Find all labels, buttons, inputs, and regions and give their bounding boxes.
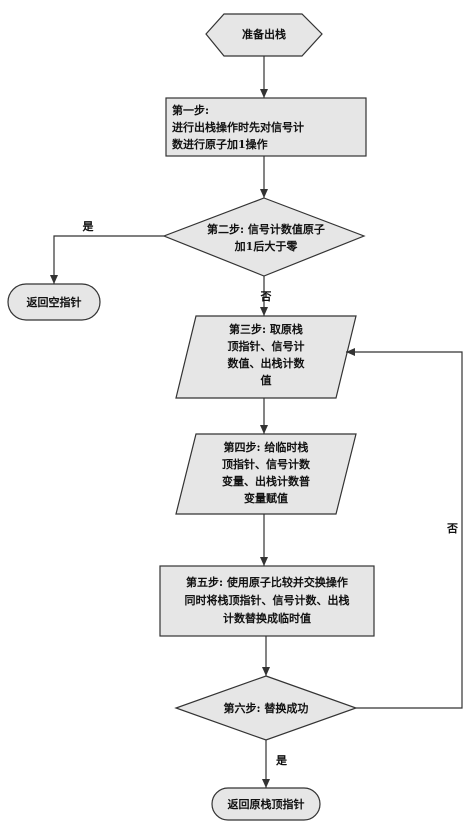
start-node: 准备出栈 bbox=[205, 13, 323, 57]
edge-label-loop-no: 否 bbox=[446, 522, 458, 535]
step2-line-2: 加1后大于零 bbox=[234, 239, 299, 253]
edge-label-no-step3: 否 bbox=[260, 290, 272, 303]
edge-label-yes-null: 是 bbox=[82, 220, 95, 233]
step1-node: 第一步: 进行出栈操作时先对信号计 数进行原子加1操作 bbox=[165, 97, 367, 157]
edge-label-yes-end: 是 bbox=[275, 754, 288, 767]
step1-line-1: 第一步: bbox=[172, 103, 209, 117]
step3-line-1: 第三步: 取原栈 bbox=[229, 322, 303, 336]
return-null-text: 返回空指针 bbox=[27, 295, 82, 309]
step1-line-3: 数进行原子加1操作 bbox=[172, 137, 268, 151]
step3-line-3: 数值、出栈计数 bbox=[228, 356, 306, 370]
step2-decision: 第二步: 信号计数值原子 加1后大于零 bbox=[162, 197, 366, 277]
step3-line-4: 值 bbox=[261, 373, 272, 387]
step6-text: 第六步: 替换成功 bbox=[224, 701, 309, 715]
step4-node: 第四步: 给临时栈 顶指针、信号计数 变量、出栈计数普 变量赋值 bbox=[175, 433, 357, 515]
step4-line-3: 变量、出栈计数普 bbox=[222, 474, 310, 488]
end-text: 返回原栈顶指针 bbox=[228, 797, 305, 811]
step2-line-1: 第二步: 信号计数值原子 bbox=[207, 222, 325, 236]
end-terminal: 返回原栈顶指针 bbox=[211, 787, 321, 821]
step5-line-3: 计数替换成临时值 bbox=[223, 611, 311, 625]
step5-node: 第五步: 使用原子比较并交换操作 同时将栈顶指针、信号计数、出栈 计数替换成临时… bbox=[159, 565, 375, 637]
arrow-step6-no-loop bbox=[346, 348, 463, 709]
step3-node: 第三步: 取原栈 顶指针、信号计 数值、出栈计数 值 bbox=[175, 315, 357, 399]
step3-line-2: 顶指针、信号计 bbox=[228, 339, 305, 353]
step4-line-1: 第四步: 给临时栈 bbox=[224, 440, 309, 454]
start-node-text: 准备出栈 bbox=[242, 27, 286, 41]
arrow-step2-yes-to-null bbox=[50, 235, 164, 284]
step5-line-2: 同时将栈顶指针、信号计数、出栈 bbox=[185, 593, 350, 607]
return-null-terminal: 返回空指针 bbox=[7, 283, 101, 321]
step5-line-1: 第五步: 使用原子比较并交换操作 bbox=[186, 575, 348, 589]
step6-decision: 第六步: 替换成功 bbox=[174, 675, 358, 741]
step4-line-4: 变量赋值 bbox=[244, 491, 288, 505]
step1-line-2: 进行出栈操作时先对信号计 bbox=[172, 120, 304, 134]
step4-line-2: 顶指针、信号计数 bbox=[222, 457, 311, 471]
